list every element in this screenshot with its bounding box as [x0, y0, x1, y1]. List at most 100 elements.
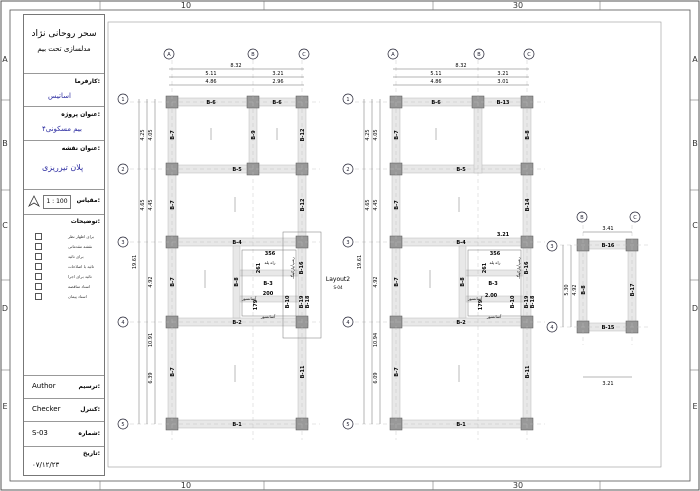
note-checkbox[interactable]	[35, 253, 42, 260]
dim-left-7: 6.09	[373, 372, 379, 383]
ramp-text: رمپ/پارکینگ	[516, 257, 521, 279]
scale-label: مقیاس:	[76, 197, 100, 204]
note-label: اسناد پیمان	[68, 294, 87, 299]
drawn-by-row: Author ترسیم:	[24, 376, 104, 399]
plan-3: B C 3 4 3.41 3.21 5.30 4.92 B-16 B-8 B-1…	[546, 211, 650, 387]
beam-label: B-7	[394, 130, 400, 140]
title-block: سحر روحانی نژاد مدلسازی تحت بیم کارفرما:…	[23, 14, 105, 476]
grid-bubble-4: 4	[346, 320, 349, 326]
border-letter: E	[692, 402, 697, 411]
grid-bubble-c: C	[633, 215, 637, 221]
beam-label: B-3	[488, 281, 498, 287]
grid-bubble-b: B	[251, 52, 255, 58]
grid-bubble-4: 4	[550, 325, 553, 331]
beam-label: B-6	[431, 100, 441, 106]
dim-left-3: 4.65	[140, 199, 146, 210]
stair-dim: 179	[478, 299, 484, 310]
note-checkbox[interactable]	[35, 243, 42, 250]
date-label: تاریخ:	[83, 450, 100, 457]
number-label: شماره:	[78, 430, 100, 437]
beam-label: B-1	[232, 422, 242, 428]
border-letter: A	[2, 55, 8, 64]
note-checkbox[interactable]	[35, 263, 42, 270]
notes-section: توضیحات: برای اظهار نظر نقشه مقدماتی برا…	[24, 215, 104, 376]
dim-total-width: 8.32	[230, 63, 241, 69]
employer-value: اساتیس	[48, 92, 71, 100]
dim-ab: 5.11	[430, 71, 441, 77]
dim-ab-inner: 4.86	[205, 79, 216, 85]
employer-label: کارفرما:	[74, 78, 100, 85]
dim-total-width: 8.32	[455, 63, 466, 69]
border-number: 10	[181, 481, 191, 490]
border-number: 10	[181, 1, 191, 10]
border-letter: B	[692, 139, 698, 148]
elevator-text-2: آسانسور	[486, 314, 502, 319]
beam-label: B-18	[305, 295, 311, 308]
grid-bubble-3: 3	[346, 240, 349, 246]
beam-label: B-6	[206, 100, 216, 106]
border-number: 30	[513, 481, 523, 490]
beam-label: B-9	[251, 130, 257, 140]
grid-bubble-b: B	[477, 52, 481, 58]
grid-bubble-a: A	[167, 52, 171, 58]
dim-left-4: 4.45	[148, 199, 154, 210]
number-row: S-03 شماره:	[24, 422, 104, 447]
border-letter: C	[692, 221, 698, 230]
grid-bubble-1: 1	[121, 97, 124, 103]
beam-label: B-7	[394, 200, 400, 210]
beam-label: B-11	[300, 365, 306, 378]
beam-label: B-10	[510, 295, 516, 308]
grid-bubble-1: 1	[346, 97, 349, 103]
note-label: نقشه مقدماتی	[68, 244, 93, 249]
dim-bc: 3.21	[497, 71, 508, 77]
dim-left-6: 10.94	[373, 333, 379, 347]
grid-bubble-4: 4	[121, 320, 124, 326]
stair-text: راه پله	[265, 260, 276, 265]
drawing-value: پلان تیرریزی	[42, 163, 84, 172]
beam-label: B-5	[456, 167, 466, 173]
note-checkbox[interactable]	[35, 283, 42, 290]
border-letter: D	[2, 304, 8, 313]
note-label: اسناد مناقصه	[68, 284, 91, 289]
elevator-text-2: آسانسور	[260, 314, 276, 319]
grid-bubble-3: 3	[550, 244, 553, 250]
beam-label: B-4	[456, 240, 466, 246]
beam-label: B-8	[460, 277, 466, 287]
dim-left-7: 6.39	[148, 372, 154, 383]
dim-left-2: 4.05	[373, 129, 379, 140]
dim-bc: 3.21	[272, 71, 283, 77]
beam-label: B-11	[525, 365, 531, 378]
employer-row: کارفرما: اساتیس	[24, 74, 104, 107]
grid-bubble-2: 2	[121, 167, 124, 173]
beam-label: B-2	[456, 320, 466, 326]
beam-label: B-7	[170, 130, 176, 140]
callout-name: Layout2	[326, 276, 350, 283]
beam-label: B-10	[285, 295, 291, 308]
project-label: عنوان پروژه:	[61, 111, 100, 118]
checked-label: کنترل:	[80, 406, 100, 413]
stair-dim: 200	[263, 291, 274, 297]
dim-bc-inner: 3.01	[497, 79, 508, 85]
note-checkbox[interactable]	[35, 273, 42, 280]
stair-text: راه پله	[490, 260, 501, 265]
beam-label: B-7	[170, 277, 176, 287]
grid-bubble-3: 3	[121, 240, 124, 246]
note-label: برای اظهار نظر	[68, 234, 94, 239]
dim-bottom: 3.21	[602, 381, 613, 387]
scale-value: 1 : 100	[43, 195, 71, 209]
beam-label: B-7	[394, 367, 400, 377]
beam-label: B-15	[602, 325, 615, 331]
dim-bc-inner: 2.96	[272, 79, 283, 85]
plan-1: A B C 1 2 3 4 5 8.32 5.11 3.21 4.86 2.96…	[117, 48, 350, 440]
note-checkbox[interactable]	[35, 293, 42, 300]
beam-label: B-1	[456, 422, 466, 428]
note-label: برای تائید	[68, 254, 84, 259]
drawing-label: عنوان نقشه:	[61, 145, 100, 152]
note-checkbox[interactable]	[35, 233, 42, 240]
beam-label: B-12	[300, 128, 306, 141]
beam-label: B-8	[525, 130, 531, 140]
dim-top: 3.41	[602, 226, 613, 232]
dim-left-total: 19.61	[132, 255, 138, 269]
notes-title: توضیحات:	[70, 218, 100, 225]
stair-dim: 261	[256, 262, 262, 273]
